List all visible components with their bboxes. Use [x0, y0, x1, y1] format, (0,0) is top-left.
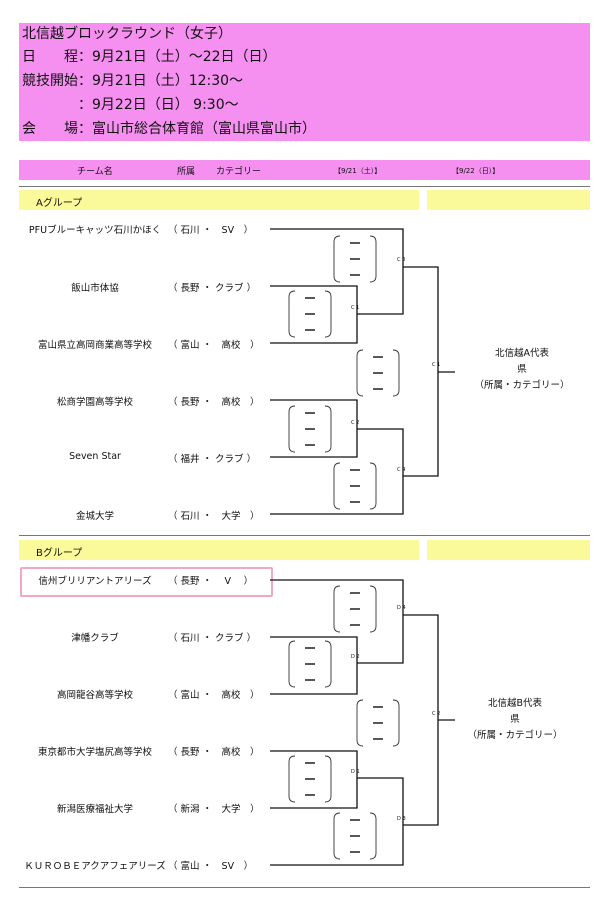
- event-start-day2: ：9月22日（日） 9:30～: [22, 97, 239, 113]
- col-team: チーム名: [77, 167, 113, 177]
- winner-title: 北信越A代表: [495, 348, 549, 359]
- team-meta: （ 長野 ・ V ）: [168, 576, 254, 587]
- team-meta: （ 石川 ・ クラブ ）: [168, 633, 257, 644]
- winner-pref: 県: [517, 364, 527, 375]
- group-a-bar-right: [427, 190, 590, 210]
- team-name: 新潟医療福祉大学: [56, 804, 133, 815]
- team-name: Seven Star: [69, 451, 121, 462]
- event-header: 北信越ブロックラウンド（女子） 日 程：9月21日（土）～22日（日） 競技開始…: [19, 23, 590, 141]
- divider: [19, 887, 590, 888]
- court-label: C 3: [397, 257, 405, 263]
- divider: [19, 535, 590, 536]
- court-label: D 2: [351, 654, 360, 660]
- court-label: D 1: [351, 769, 360, 775]
- column-header-bar: チーム名 所属 カテゴリー 【9/21（土）】 【9/22（日）】: [19, 160, 590, 180]
- event-venue: 会 場：富山市総合体育館（富山県富山市）: [22, 121, 316, 137]
- event-title: 北信越ブロックラウンド（女子）: [22, 26, 232, 42]
- team-name: 飯山市体協: [71, 283, 119, 294]
- court-label: C 1: [432, 362, 440, 368]
- team-meta: （ 長野 ・ 高校 ）: [168, 397, 260, 408]
- event-start-day1: 競技開始：9月21日（土）12:30～: [22, 73, 244, 89]
- team-name: 松商学園高等学校: [56, 397, 133, 408]
- winner-pref: 県: [510, 714, 520, 725]
- group-a-winner: 北信越A代表 県 （所属・カテゴリー）: [462, 346, 582, 394]
- court-label: C 1: [351, 305, 359, 311]
- divider: [19, 186, 590, 187]
- col-day1: 【9/21（土）】: [334, 167, 382, 175]
- group-b-bar: Bグループ: [19, 540, 419, 560]
- team-name: 富山県立高岡商業高等学校: [37, 340, 152, 351]
- team-meta: （ 長野 ・ クラブ ）: [168, 283, 257, 294]
- group-a-label: Aグループ: [36, 198, 83, 209]
- team-meta: （ 福井 ・ クラブ ）: [168, 454, 257, 465]
- court-label: C 2: [432, 711, 440, 717]
- court-label: D 4: [397, 605, 406, 611]
- team-name: 金城大学: [75, 511, 114, 522]
- court-label: D 3: [397, 816, 406, 822]
- highlight-box: [20, 567, 273, 597]
- team-name: 津幡クラブ: [71, 633, 119, 644]
- team-name: 高岡龍谷高等学校: [56, 690, 133, 701]
- team-name: ＫＵＲＯＢＥアクアフェアリーズ: [24, 861, 166, 872]
- group-b-bar-right: [427, 540, 590, 560]
- col-affiliation: 所属: [177, 167, 196, 177]
- winner-title: 北信越B代表: [487, 698, 543, 709]
- group-b-label: Bグループ: [36, 548, 83, 559]
- court-label: C 2: [351, 420, 359, 426]
- group-a-bar: Aグループ: [19, 190, 419, 210]
- event-schedule: 日 程：9月21日（土）～22日（日）: [22, 49, 277, 65]
- team-meta: （ 石川 ・ 大学 ）: [168, 511, 260, 522]
- team-name: PFUブルーキャッツ石川かほく: [28, 225, 162, 236]
- col-day2: 【9/22（日）】: [452, 167, 500, 175]
- team-meta: （ 富山 ・ SV ）: [168, 861, 254, 872]
- court-label: C 4: [397, 467, 405, 473]
- winner-note: （所属・カテゴリー）: [467, 730, 563, 741]
- winner-note: （所属・カテゴリー）: [474, 380, 570, 391]
- team-meta: （ 長野 ・ 高校 ）: [168, 747, 260, 758]
- team-meta: （ 石川 ・ SV ）: [168, 225, 254, 236]
- team-meta: （ 富山 ・ 高校 ）: [168, 340, 260, 351]
- team-meta: （ 新潟 ・ 大学 ）: [168, 804, 260, 815]
- team-name: 信州ブリリアントアリーズ: [38, 576, 152, 587]
- group-b-winner: 北信越B代表 県 （所属・カテゴリー）: [455, 696, 575, 744]
- team-meta: （ 富山 ・ 高校 ）: [168, 690, 260, 701]
- col-category: カテゴリー: [216, 167, 262, 177]
- team-name: 東京都市大学塩尻高等学校: [37, 747, 152, 758]
